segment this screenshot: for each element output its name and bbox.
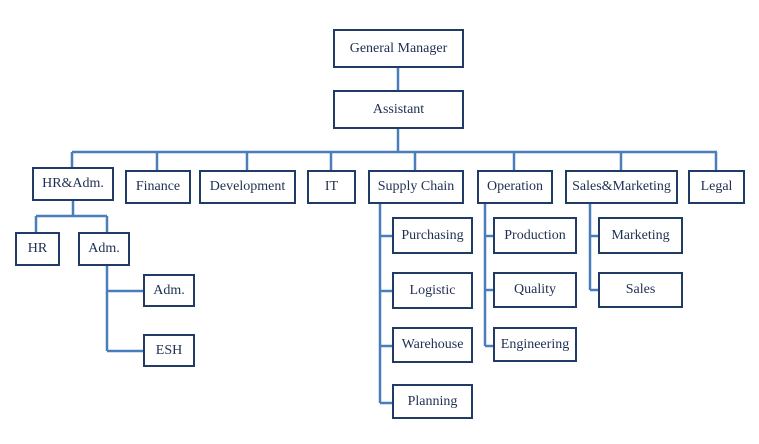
box-finance: Finance (125, 170, 191, 204)
box-adm-sub: Adm. (143, 274, 195, 307)
box-marketing: Marketing (598, 217, 683, 254)
box-warehouse: Warehouse (392, 327, 473, 363)
box-general-manager: General Manager (333, 29, 464, 68)
box-sales: Sales (598, 272, 683, 308)
box-planning: Planning (392, 384, 473, 419)
box-engineering: Engineering (493, 327, 577, 362)
box-sales-marketing: Sales&Marketing (565, 170, 678, 204)
box-it: IT (307, 170, 356, 204)
box-logistic: Logistic (392, 272, 473, 309)
box-supply-chain: Supply Chain (368, 170, 464, 204)
box-esh: ESH (143, 334, 195, 367)
box-assistant: Assistant (333, 90, 464, 129)
box-hr: HR (15, 232, 60, 266)
box-operation: Operation (477, 170, 553, 204)
box-legal: Legal (688, 170, 745, 204)
box-purchasing: Purchasing (392, 217, 473, 254)
box-adm: Adm. (78, 232, 130, 266)
box-hr-adm: HR&Adm. (32, 167, 114, 201)
box-production: Production (493, 217, 577, 254)
box-quality: Quality (493, 272, 577, 308)
box-development: Development (199, 170, 296, 204)
